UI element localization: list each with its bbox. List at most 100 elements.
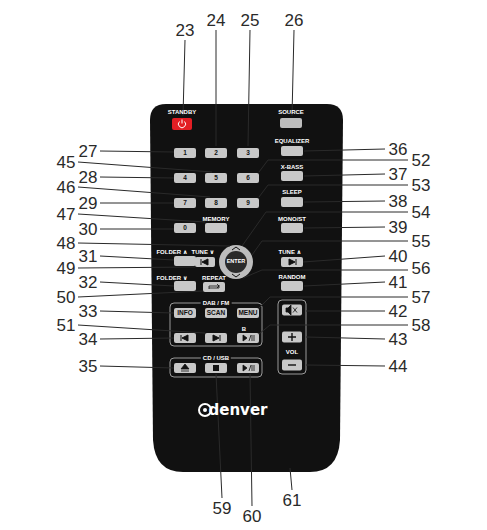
callout-number: 34 [79, 331, 98, 348]
leader-line [304, 201, 385, 202]
leader-line [306, 365, 385, 366]
callout-number: 47 [57, 206, 76, 223]
button-text: 1 [183, 150, 187, 157]
leader-line [100, 151, 174, 152]
button [174, 198, 196, 208]
button [174, 363, 196, 373]
callout-number: 48 [57, 235, 76, 252]
leader-line [100, 256, 174, 260]
leader-line [259, 297, 408, 308]
button [281, 223, 303, 233]
callout-number: 45 [57, 154, 76, 171]
button [281, 257, 303, 267]
leader-line [183, 40, 185, 116]
button-caption: B [242, 326, 246, 332]
leader-line [78, 187, 210, 197]
callout-number: 59 [213, 500, 232, 517]
leader-line [78, 162, 212, 172]
callout-number: 60 [243, 508, 262, 525]
callout-number: 31 [79, 248, 98, 265]
brand-logo: denver [209, 403, 268, 418]
callout-number: 33 [79, 303, 98, 320]
stop-icon [213, 365, 219, 371]
leader-line [100, 311, 174, 313]
plus-icon [288, 333, 296, 341]
leader-line [306, 337, 385, 339]
callout-number: 39 [389, 219, 408, 236]
button [282, 332, 302, 343]
button-text: 5 [214, 175, 218, 182]
button-text: INFO [177, 310, 193, 317]
group-frame [278, 300, 306, 374]
button [205, 198, 227, 208]
callout-number: 50 [57, 289, 76, 306]
button-text: MENU [238, 310, 257, 317]
callout-number: 36 [389, 141, 408, 158]
button-caption: MEMORY [203, 216, 230, 222]
button [237, 173, 259, 183]
callout-number: 35 [79, 358, 98, 375]
button [281, 171, 303, 181]
button [280, 118, 302, 128]
button-text: 8 [214, 200, 218, 207]
callout-number: 42 [389, 303, 408, 320]
button-caption: TUNE ∨ [192, 249, 215, 255]
leader-line [78, 291, 203, 297]
next-icon [213, 335, 220, 341]
button-text: 2 [214, 150, 218, 157]
callout-number: 43 [389, 331, 408, 348]
button [237, 363, 259, 373]
leader-line [259, 160, 408, 172]
button [237, 148, 259, 158]
leader-line [259, 325, 408, 334]
callout-number: 53 [412, 177, 431, 194]
button-caption: X-BASS [281, 164, 304, 170]
leader-line [216, 30, 217, 146]
next-icon [289, 259, 296, 265]
callout-number: 38 [389, 193, 408, 210]
callout-number: 51 [57, 317, 76, 334]
callout-number: 27 [79, 143, 98, 160]
callout-number: 61 [283, 492, 302, 509]
button-caption: MONO/ST [278, 216, 306, 222]
callout-number: 49 [57, 260, 76, 277]
repeat-icon [209, 284, 219, 289]
button [172, 118, 192, 130]
button-caption: RANDOM [279, 274, 306, 280]
leader-line [100, 177, 174, 178]
button-text: ENTER [227, 259, 246, 265]
button [174, 308, 196, 318]
power-icon [178, 120, 185, 128]
callout-number: 54 [412, 204, 431, 221]
callout-number: 44 [389, 358, 408, 375]
callout-number: 52 [412, 152, 431, 169]
button [281, 146, 303, 156]
callout-number: 46 [57, 179, 76, 196]
button [174, 148, 196, 158]
button-caption: REPEAT [202, 275, 226, 281]
button [174, 333, 196, 343]
leader-line [292, 30, 294, 116]
button-caption: VOL [286, 349, 298, 355]
button-text: 9 [246, 200, 250, 207]
button [205, 363, 227, 373]
button [205, 308, 227, 318]
group-caption: DAB / FM [201, 300, 232, 306]
leader-line [100, 229, 174, 230]
callout-number: 28 [79, 169, 98, 186]
callout-number: 25 [241, 12, 260, 29]
callout-number: 40 [389, 248, 408, 265]
leader-line [100, 366, 174, 368]
callout-number: 26 [285, 12, 304, 29]
leader-line [250, 374, 252, 506]
button-caption: STANDBY [168, 109, 197, 115]
button [174, 173, 196, 183]
leader-line [252, 241, 408, 255]
leader-line [100, 203, 174, 204]
callout-number: 37 [389, 166, 408, 183]
callout-number: 23 [176, 22, 195, 39]
button-caption: SLEEP [282, 189, 302, 195]
button-caption: TUNE ∧ [279, 249, 302, 255]
button-caption: SOURCE [278, 109, 304, 115]
